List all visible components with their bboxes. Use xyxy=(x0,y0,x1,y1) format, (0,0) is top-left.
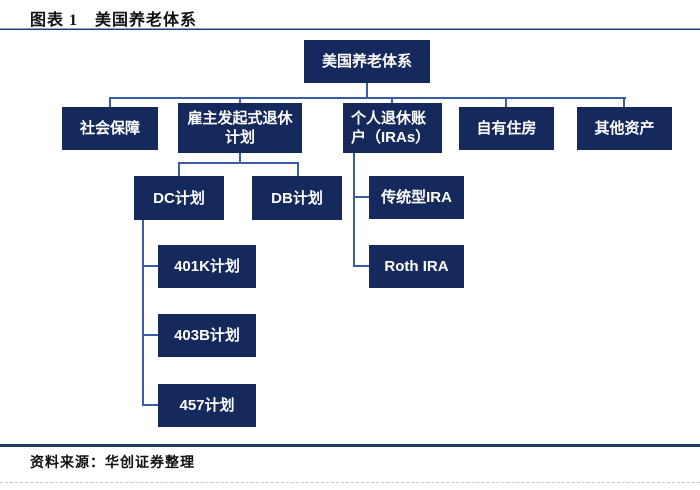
connector-elbow-401k xyxy=(142,265,158,267)
node-traditional-ira: 传统型IRA xyxy=(369,176,464,219)
node-social-security: 社会保障 xyxy=(62,107,158,150)
node-457-plan: 457计划 xyxy=(158,384,256,427)
node-roth-ira: Roth IRA xyxy=(369,245,464,288)
connector-dcdb-hline xyxy=(178,162,299,164)
page-dashed-divider xyxy=(0,482,700,483)
node-individual-retirement-account: 个人退休账户（IRAs） xyxy=(343,103,442,153)
node-401k-plan: 401K计划 xyxy=(158,245,256,288)
connector-level2-hline xyxy=(109,97,626,99)
title-divider-rule xyxy=(0,28,700,30)
node-employer-sponsored-plan: 雇主发起式退休计划 xyxy=(178,103,302,153)
connector-drop-db xyxy=(297,162,299,176)
figure-bottom-rule xyxy=(0,444,700,447)
node-dc-plan: DC计划 xyxy=(134,176,224,220)
connector-drop-other-assets xyxy=(623,97,625,107)
connector-drop-social-security xyxy=(109,97,111,107)
node-own-housing: 自有住房 xyxy=(459,107,554,150)
connector-elbow-403b xyxy=(142,334,158,336)
node-other-assets: 其他资产 xyxy=(577,107,672,150)
connector-drop-ira xyxy=(391,97,393,103)
connector-drop-employer-plan xyxy=(239,97,241,103)
connector-drop-own-housing xyxy=(505,97,507,107)
connector-elbow-457 xyxy=(142,404,158,406)
source-note: 资料来源：华创证券整理 xyxy=(30,456,195,471)
connector-elbow-roth-ira xyxy=(353,265,369,267)
connector-drop-dc xyxy=(178,162,180,176)
connector-root-stub xyxy=(366,83,368,97)
node-us-pension-system: 美国养老体系 xyxy=(304,40,430,83)
figure-title: 图表 1 美国养老体系 xyxy=(30,12,198,29)
connector-dc-trunk xyxy=(142,220,144,406)
connector-elbow-traditional-ira xyxy=(353,196,369,198)
node-403b-plan: 403B计划 xyxy=(158,314,256,357)
connector-employer-stub xyxy=(239,153,241,162)
node-db-plan: DB计划 xyxy=(252,176,342,220)
connector-ira-trunk xyxy=(353,153,355,267)
